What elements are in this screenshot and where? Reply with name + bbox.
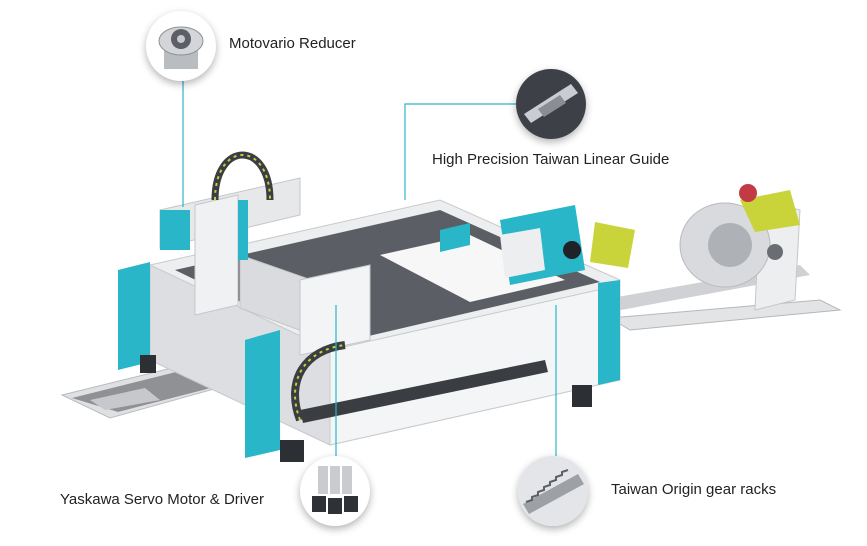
linear-guide-icon <box>516 69 586 139</box>
servo-motor-icon <box>312 466 358 514</box>
leader-lines <box>182 81 557 457</box>
gear-rack-icon <box>518 456 588 526</box>
servo-label: Yaskawa Servo Motor & Driver <box>60 491 264 508</box>
machine-body <box>118 199 621 462</box>
linear-guide-label: High Precision Taiwan Linear Guide <box>432 151 670 168</box>
gear-racks-label: Taiwan Origin gear racks <box>611 481 777 498</box>
reducer-icon <box>158 26 204 69</box>
gear-rack-thumbnail <box>518 456 588 526</box>
reducer-thumbnail <box>146 11 216 81</box>
uncoiler <box>590 184 801 311</box>
laser-head-cabinet <box>500 205 585 285</box>
reducer-label: Motovario Reducer <box>229 35 356 52</box>
servo-thumbnail <box>300 456 370 526</box>
gantry <box>159 151 371 422</box>
linear-guide-thumbnail <box>516 69 586 139</box>
